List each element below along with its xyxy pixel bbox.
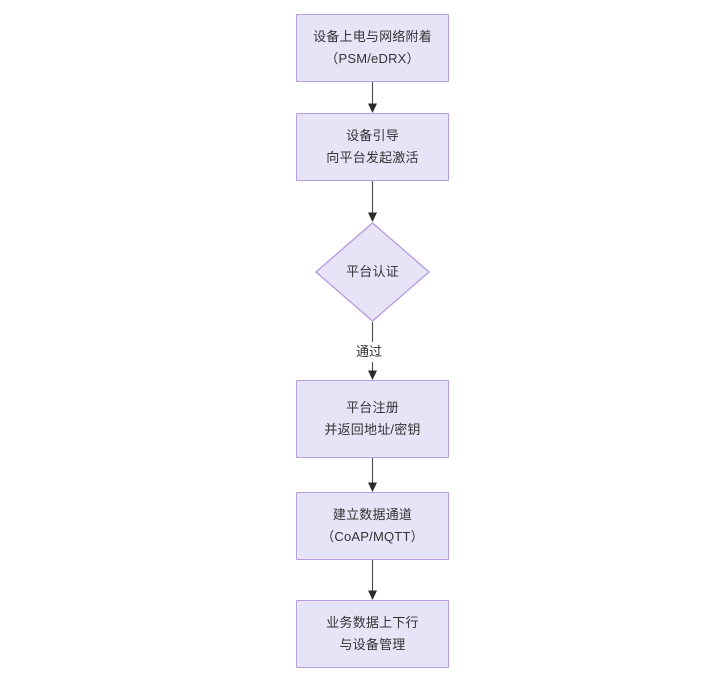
edge-n2-n3 [368, 181, 377, 222]
node-platform-authentication[interactable]: 平台认证 [315, 222, 430, 322]
node-label-platform-registration: 平台注册 并返回地址/密钥 [324, 400, 421, 437]
node-device-power-on[interactable]: 设备上电与网络附着 （PSM/eDRX） [296, 14, 449, 82]
node-platform-registration[interactable]: 平台注册 并返回地址/密钥 [296, 380, 449, 458]
edge-n1-n2 [368, 82, 377, 113]
node-label-business-data-exchange: 业务数据上下行 与设备管理 [326, 615, 419, 652]
node-label-platform-authentication: 平台认证 [346, 264, 399, 279]
node-label-establish-data-channel: 建立数据通道 （CoAP/MQTT） [321, 507, 424, 544]
node-business-data-exchange[interactable]: 业务数据上下行 与设备管理 [296, 600, 449, 668]
edge-n4-n5 [368, 458, 377, 492]
node-establish-data-channel[interactable]: 建立数据通道 （CoAP/MQTT） [296, 492, 449, 560]
edge-n5-n6 [368, 560, 377, 600]
node-label-device-power-on: 设备上电与网络附着 （PSM/eDRX） [313, 29, 432, 66]
node-label-device-bootstrap: 设备引导 向平台发起激活 [326, 128, 419, 165]
diamond-shape-icon [315, 222, 430, 322]
edge-label-pass: 通过 [353, 342, 386, 362]
node-device-bootstrap[interactable]: 设备引导 向平台发起激活 [296, 113, 449, 181]
